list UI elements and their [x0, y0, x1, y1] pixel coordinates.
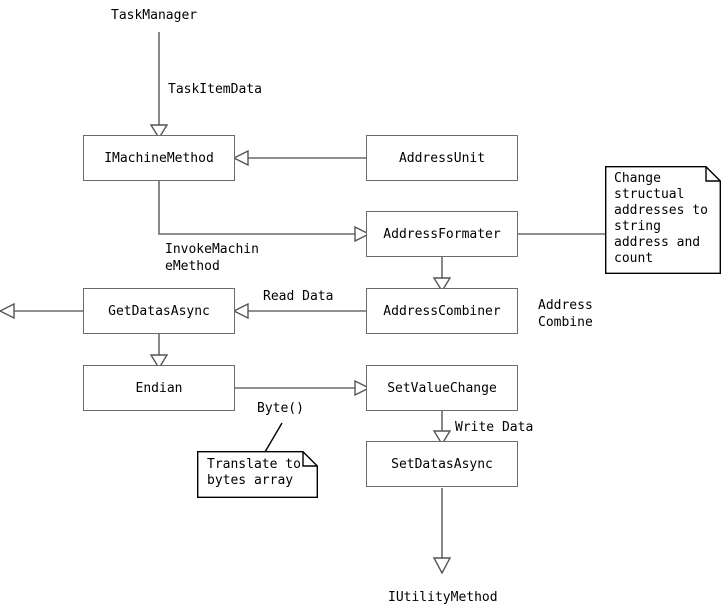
arrowhead-right-setvaluechange [354, 379, 371, 397]
arrowhead-left-getdatasasync [232, 302, 249, 320]
node-label: AddressCombiner [383, 303, 501, 319]
edge-label-byte: Byte() [257, 401, 304, 416]
node-label: AddressFormater [383, 226, 501, 242]
note-shape [197, 451, 318, 498]
node-label: GetDatasAsync [108, 303, 210, 319]
edge-label-taskitemdata: TaskItemData [168, 82, 262, 97]
edge-label-addresscombine: Address Combine [538, 298, 593, 330]
arrowhead-left-imachinemethod [232, 149, 249, 167]
endpoint-label-taskmanager: TaskManager [111, 8, 198, 23]
note-text: Translate to bytes array [207, 457, 301, 488]
node-label: SetDatasAsync [391, 456, 493, 472]
node-addressunit[interactable]: AddressUnit [366, 135, 518, 181]
node-label: AddressUnit [398, 150, 486, 166]
node-addressformater[interactable]: AddressFormater [366, 211, 518, 257]
endpoint-label-iutilitymethod: IUtilityMethod [388, 590, 498, 605]
node-addresscombiner[interactable]: AddressCombiner [366, 288, 518, 334]
node-endian[interactable]: Endian [83, 365, 235, 411]
edge-label-readdata: Read Data [263, 289, 334, 304]
node-setvaluechange[interactable]: SetValueChange [366, 365, 518, 411]
note-address-change[interactable]: Change structual addresses to string add… [605, 166, 721, 274]
arrowhead-down-setdatasasync [432, 430, 452, 446]
note-shape [605, 166, 721, 274]
arrowhead-down-imachinemethod [149, 124, 169, 140]
arrowhead-down-endian [149, 354, 169, 370]
arrowhead-left-output [0, 302, 15, 320]
edge-imachinemethod-to-addressformater [158, 181, 355, 235]
node-label: SetValueChange [387, 380, 497, 396]
node-imachinemethod[interactable]: IMachineMethod [83, 135, 235, 181]
note-text: Change structual addresses to string add… [614, 171, 708, 266]
note-translate-bytes[interactable]: Translate to bytes array [197, 451, 318, 498]
arrowhead-right-addressformater [354, 225, 371, 243]
edge-label-invokemachinemethod: InvokeMachin eMethod [165, 242, 259, 274]
node-label: Endian [135, 380, 183, 396]
edge-note-to-byte-label [264, 422, 283, 453]
arrowhead-down-addresscombiner [432, 277, 452, 293]
node-getdatasasync[interactable]: GetDatasAsync [83, 288, 235, 334]
node-setdatasasync[interactable]: SetDatasAsync [366, 441, 518, 487]
arrowhead-down-iutilitymethod [432, 557, 452, 575]
node-label: IMachineMethod [104, 150, 214, 166]
edge-label-writedata: Write Data [455, 420, 534, 435]
